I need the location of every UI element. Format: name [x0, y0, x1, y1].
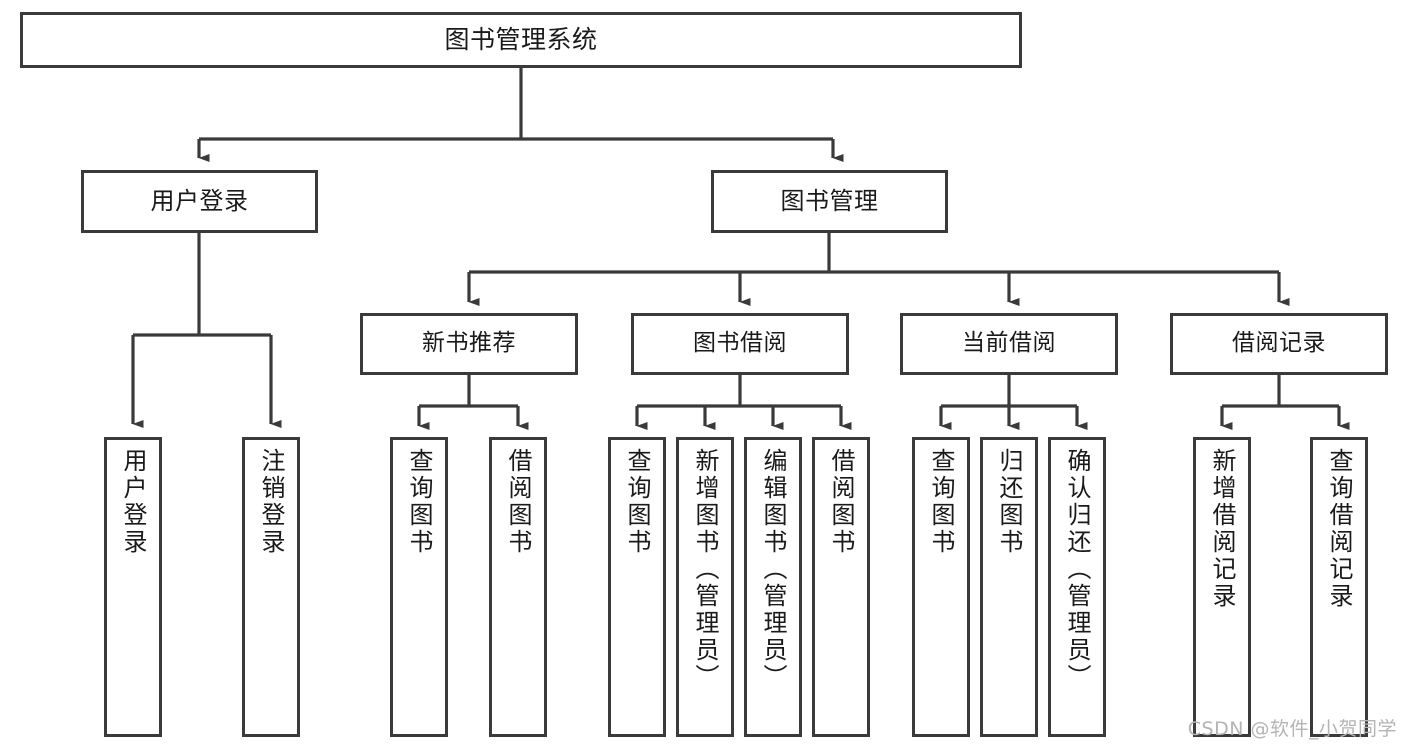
node-book-borrow[interactable]: 图书借阅	[631, 313, 849, 375]
leaf-query-book-recommend-label: 查询图书	[405, 448, 433, 556]
leaf-return-book[interactable]: 归还图书	[980, 437, 1038, 737]
leaf-edit-book-admin[interactable]: 编辑图书（管理员）	[744, 437, 802, 737]
leaf-logout[interactable]: 注销登录	[242, 437, 300, 737]
node-borrow-record[interactable]: 借阅记录	[1170, 313, 1388, 375]
node-new-book-recommend[interactable]: 新书推荐	[360, 313, 578, 375]
leaf-borrow-book[interactable]: 借阅图书	[812, 437, 870, 737]
node-current-borrow-label: 当前借阅	[962, 330, 1056, 357]
leaf-query-book-current-label: 查询图书	[927, 448, 955, 556]
leaf-borrow-book-label: 借阅图书	[827, 448, 855, 556]
leaf-query-book-recommend[interactable]: 查询图书	[390, 437, 448, 737]
leaf-add-borrow-record[interactable]: 新增借阅记录	[1193, 437, 1251, 737]
node-book-management[interactable]: 图书管理	[711, 170, 948, 233]
node-user-login-label: 用户登录	[150, 187, 249, 216]
node-borrow-record-label: 借阅记录	[1232, 330, 1326, 357]
node-new-book-recommend-label: 新书推荐	[422, 330, 516, 357]
node-root-label: 图书管理系统	[444, 25, 598, 55]
leaf-edit-book-admin-label: 编辑图书（管理员）	[759, 448, 787, 691]
leaf-query-book-borrow-label: 查询图书	[623, 448, 651, 556]
leaf-query-book-borrow[interactable]: 查询图书	[608, 437, 666, 737]
leaf-borrow-book-recommend[interactable]: 借阅图书	[489, 437, 547, 737]
leaf-borrow-book-recommend-label: 借阅图书	[504, 448, 532, 556]
node-root[interactable]: 图书管理系统	[20, 12, 1022, 68]
leaf-add-borrow-record-label: 新增借阅记录	[1208, 448, 1236, 610]
leaf-confirm-return-admin-label: 确认归还（管理员）	[1063, 448, 1091, 691]
leaf-user-login-label: 用户登录	[119, 448, 147, 556]
leaf-confirm-return-admin[interactable]: 确认归还（管理员）	[1048, 437, 1106, 737]
leaf-query-borrow-record-label: 查询借阅记录	[1325, 448, 1353, 610]
leaf-add-book-admin[interactable]: 新增图书（管理员）	[676, 437, 734, 737]
leaf-user-login[interactable]: 用户登录	[104, 437, 162, 737]
leaf-query-book-current[interactable]: 查询图书	[912, 437, 970, 737]
leaf-query-borrow-record[interactable]: 查询借阅记录	[1310, 437, 1368, 737]
node-book-management-label: 图书管理	[780, 187, 879, 216]
leaf-return-book-label: 归还图书	[995, 448, 1023, 556]
node-book-borrow-label: 图书借阅	[693, 330, 787, 357]
node-current-borrow[interactable]: 当前借阅	[900, 313, 1118, 375]
leaf-logout-label: 注销登录	[257, 448, 285, 556]
leaf-add-book-admin-label: 新增图书（管理员）	[691, 448, 719, 691]
node-user-login[interactable]: 用户登录	[81, 170, 318, 233]
